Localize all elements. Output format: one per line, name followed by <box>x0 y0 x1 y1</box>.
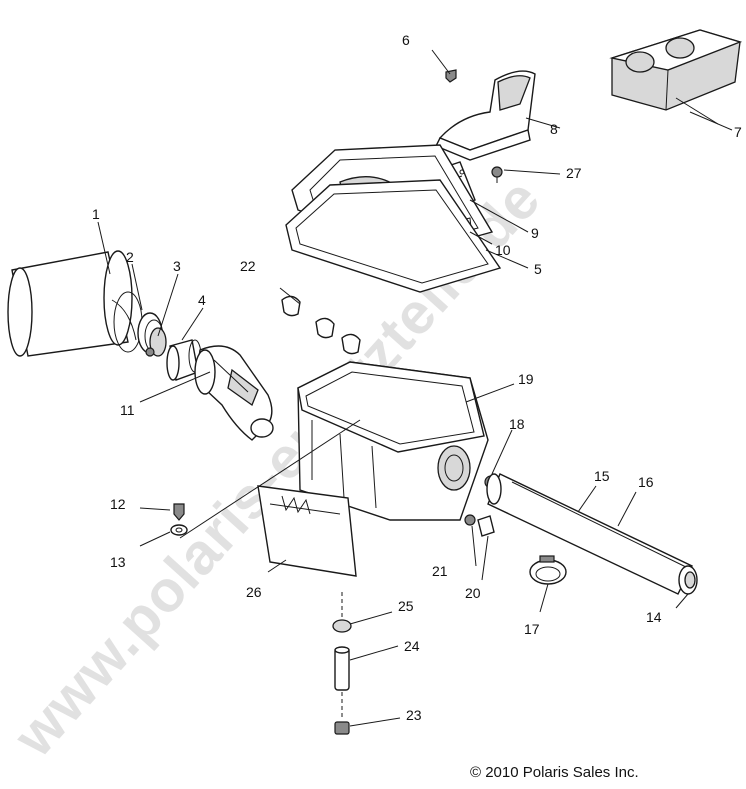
part-fitting-21 <box>464 514 476 526</box>
part-end-cap <box>678 565 698 595</box>
part-washer-13 <box>170 524 188 536</box>
callout-27: 27 <box>566 165 582 181</box>
part-airbox-body <box>297 361 489 521</box>
callout-6: 6 <box>402 32 410 48</box>
callout-9: 9 <box>531 225 539 241</box>
part-drain-clip-25 <box>332 592 352 633</box>
callout-22: 22 <box>240 258 256 274</box>
callout-15: 15 <box>594 468 610 484</box>
part-drain-hose-24 <box>334 646 350 691</box>
callout-21: 21 <box>432 563 448 579</box>
callout-4: 4 <box>198 292 206 308</box>
callout-23: 23 <box>406 707 422 723</box>
callout-14: 14 <box>646 609 662 625</box>
part-hose-clamp <box>529 555 567 585</box>
callout-3: 3 <box>173 258 181 274</box>
callout-25: 25 <box>398 598 414 614</box>
part-snorkel <box>435 70 536 161</box>
callout-7: 7 <box>734 124 742 140</box>
part-air-filter <box>7 250 143 357</box>
part-intake-duct <box>194 345 274 441</box>
part-drain-valve-23 <box>334 692 350 735</box>
part-fitting-20 <box>477 515 495 537</box>
callout-12: 12 <box>110 496 126 512</box>
part-foam-pad <box>257 485 357 577</box>
part-screw-12 <box>173 503 185 521</box>
part-tube <box>486 473 693 595</box>
callout-13: 13 <box>110 554 126 570</box>
callout-11: 11 <box>120 402 135 418</box>
callout-1: 1 <box>92 206 100 222</box>
callout-17: 17 <box>524 621 540 637</box>
part-gasket <box>285 179 502 293</box>
callout-26: 26 <box>246 584 262 600</box>
part-foam-cover <box>609 29 743 111</box>
part-screw-6 <box>445 69 457 83</box>
callout-24: 24 <box>404 638 420 654</box>
part-fastener-27 <box>491 166 503 183</box>
callout-8: 8 <box>550 121 558 137</box>
callout-10: 10 <box>495 242 511 258</box>
callout-18: 18 <box>509 416 525 432</box>
callout-16: 16 <box>638 474 654 490</box>
callout-20: 20 <box>465 585 481 601</box>
callout-19: 19 <box>518 371 534 387</box>
callout-5: 5 <box>534 261 542 277</box>
callout-2: 2 <box>126 249 134 265</box>
part-clips <box>281 295 361 355</box>
part-clamp-3 <box>145 327 167 357</box>
copyright-text: © 2010 Polaris Sales Inc. <box>470 764 639 781</box>
leader-lines <box>97 49 733 727</box>
